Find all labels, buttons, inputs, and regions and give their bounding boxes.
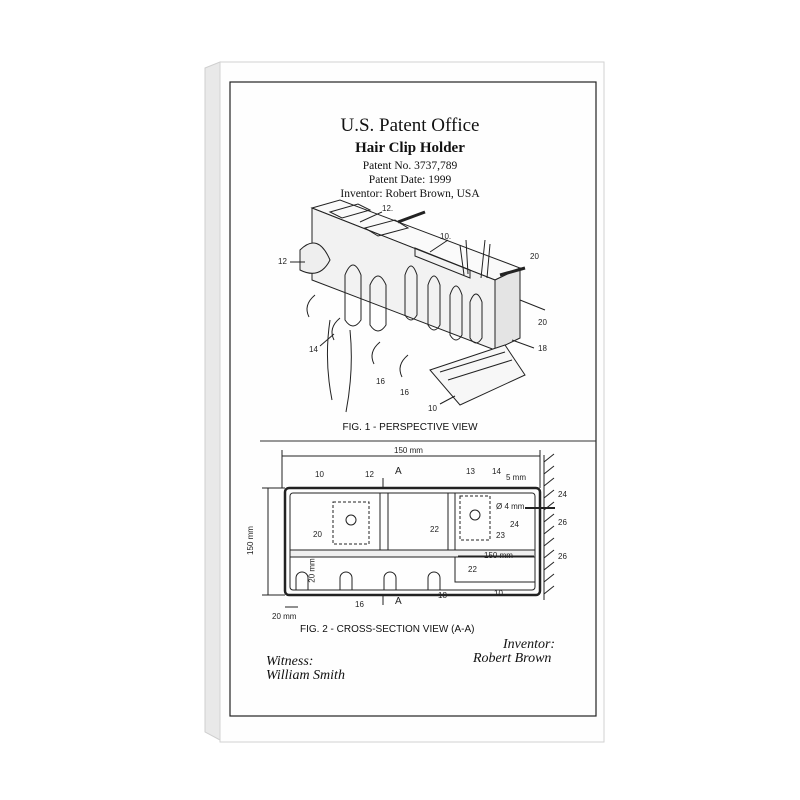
- dim-inner-width-label: 150 mm: [484, 551, 513, 560]
- witness-name: William Smith: [266, 668, 345, 683]
- fig2-label-A-bottom: A: [395, 596, 402, 607]
- fig1-caption: FIG. 1 - PERSPECTIVE VIEW: [342, 422, 478, 433]
- fig2-label-22-a: 22: [430, 525, 439, 534]
- fig2-label-12: 12: [365, 470, 374, 479]
- fig2-label-23: 23: [496, 531, 505, 540]
- base-hatch: [439, 351, 506, 373]
- fig2-caption: FIG. 2 - CROSS-SECTION VIEW (A-A): [300, 624, 475, 635]
- patent-number: Patent No. 3737,789: [362, 160, 458, 172]
- fig2-label-22-b: 22: [468, 565, 477, 574]
- dim-top-label: 150 mm: [394, 446, 423, 455]
- hook-3: [371, 341, 381, 365]
- hook-2: [331, 317, 341, 341]
- fig2-label-16: 16: [355, 600, 364, 609]
- dim-hole-offset-label: 5 mm: [506, 473, 526, 482]
- clip-1: [344, 264, 362, 327]
- leader-10-top: [429, 239, 449, 253]
- section-shelf: [289, 549, 536, 558]
- fig1-label-10-bottom: 10: [428, 404, 437, 413]
- slot-center: [363, 219, 410, 237]
- dim-inner-height-label: 20 mm: [307, 558, 317, 583]
- keyhole-plate-right: [459, 495, 491, 541]
- base-hatch-2: [447, 359, 513, 381]
- fig1-label-18: 18: [538, 344, 547, 353]
- clip-5: [449, 285, 463, 341]
- screw-side: [499, 266, 526, 277]
- rod-side: [519, 299, 546, 311]
- section-inner: [289, 492, 536, 591]
- fig2-label-20: 20: [313, 530, 322, 539]
- fig1-label-16-b: 16: [400, 388, 409, 397]
- invention-name: Hair Clip Holder: [355, 140, 465, 156]
- keyhole-left: [345, 514, 357, 526]
- claw-clip: [299, 242, 331, 274]
- fig2-label-18: 18: [438, 591, 447, 600]
- fig2-label-26-b: 26: [558, 552, 567, 561]
- clip-6: [469, 293, 483, 344]
- holder-base: [429, 344, 526, 406]
- fig1-label-12-top: 12.: [382, 204, 394, 213]
- slot-left: [328, 203, 372, 219]
- section-hook-2: [339, 571, 353, 590]
- section-hook-4: [427, 571, 441, 590]
- leader-10-bottom: [439, 395, 456, 405]
- print-border: [229, 81, 597, 717]
- section-hook-1: [295, 571, 309, 590]
- patent-date: Patent Date: 1999: [368, 174, 452, 186]
- fig1-label-12-left: 12: [278, 257, 287, 266]
- leader-14: [319, 333, 335, 347]
- hook-1: [306, 294, 316, 318]
- slot-right: [414, 247, 471, 279]
- fig2-label-14: 14: [492, 467, 501, 476]
- standing-clip-2: [480, 239, 491, 279]
- hair-tie-right: [345, 329, 352, 413]
- fig1-label-10-top: 10.: [440, 232, 452, 241]
- hair-tie-left: [326, 319, 333, 401]
- witness-label: Witness:: [266, 654, 314, 669]
- inventor-label: Inventor:: [503, 637, 556, 652]
- canvas-face: [219, 61, 605, 743]
- screw-top: [397, 210, 426, 224]
- dim-bottom-left-label: 20 mm: [272, 612, 297, 621]
- clip-2: [369, 275, 387, 332]
- clip-4: [427, 275, 441, 331]
- section-outer: [283, 486, 542, 597]
- dim-hole-dia-label: Ø 4 mm: [496, 502, 525, 511]
- fig1-label-14: 14: [309, 345, 318, 354]
- hook-4: [399, 354, 409, 378]
- standing-clip-1: [459, 239, 469, 276]
- dim-left-label: 150 mm: [245, 526, 255, 555]
- clip-3: [404, 265, 418, 321]
- section-hook-3: [383, 571, 397, 590]
- fig2-label-24-b: 24: [510, 520, 519, 529]
- patent-office-title: U.S. Patent Office: [340, 115, 480, 136]
- fig2-label-10-top: 10: [315, 470, 324, 479]
- fig2-label-26-a: 26: [558, 518, 567, 527]
- fig1-label-16-a: 16: [376, 377, 385, 386]
- fig2-label-A-top: A: [395, 466, 402, 477]
- fig2-label-24-a: 24: [558, 490, 567, 499]
- fig1-label-20-right: 20: [538, 318, 547, 327]
- keyhole-right: [469, 509, 481, 521]
- inventor-line: Inventor: Robert Brown, USA: [340, 188, 480, 200]
- fig2-label-10-bottom: 10: [494, 589, 503, 598]
- keyhole-plate-left: [332, 501, 370, 545]
- leader-18: [511, 339, 535, 349]
- leader-12-top: [359, 211, 383, 223]
- section-lower-box: [454, 556, 536, 583]
- fig1-label-20-top: 20: [530, 252, 539, 261]
- fig2-label-13: 13: [466, 467, 475, 476]
- wall-hatch: [543, 453, 555, 595]
- inventor-name: Robert Brown: [473, 651, 552, 666]
